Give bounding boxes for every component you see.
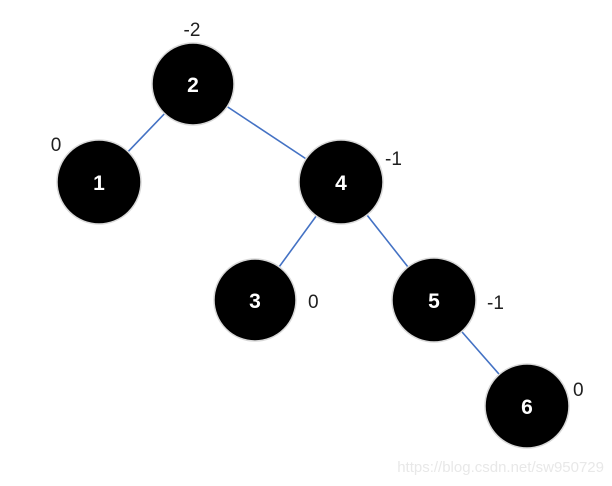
tree-node-6-label: 6 xyxy=(521,396,533,419)
tree-node-6-circle xyxy=(484,363,570,449)
tree-node-4-circle xyxy=(298,139,384,225)
balance-factor-node-5: -1 xyxy=(487,293,504,314)
balance-factor-node-1: 0 xyxy=(51,135,62,156)
tree-node-3-label: 3 xyxy=(249,290,261,313)
tree-node-4-label: 4 xyxy=(335,172,347,195)
balance-factor-node-2: -2 xyxy=(184,20,201,41)
balance-factor-node-6: 0 xyxy=(573,380,584,401)
watermark-text: https://blog.csdn.net/sw950729 xyxy=(397,459,604,476)
tree-node-2-label: 2 xyxy=(187,74,199,97)
balance-factor-node-3: 0 xyxy=(308,292,319,313)
tree-node-1-circle xyxy=(56,139,142,225)
tree-node-5-label: 5 xyxy=(428,290,440,313)
tree-node-1-label: 1 xyxy=(93,172,105,195)
balance-factor-node-4: -1 xyxy=(385,149,402,170)
tree-node-5-circle xyxy=(391,257,477,343)
tree-node-3-circle xyxy=(213,258,297,342)
tree-node-2-circle xyxy=(151,42,235,126)
